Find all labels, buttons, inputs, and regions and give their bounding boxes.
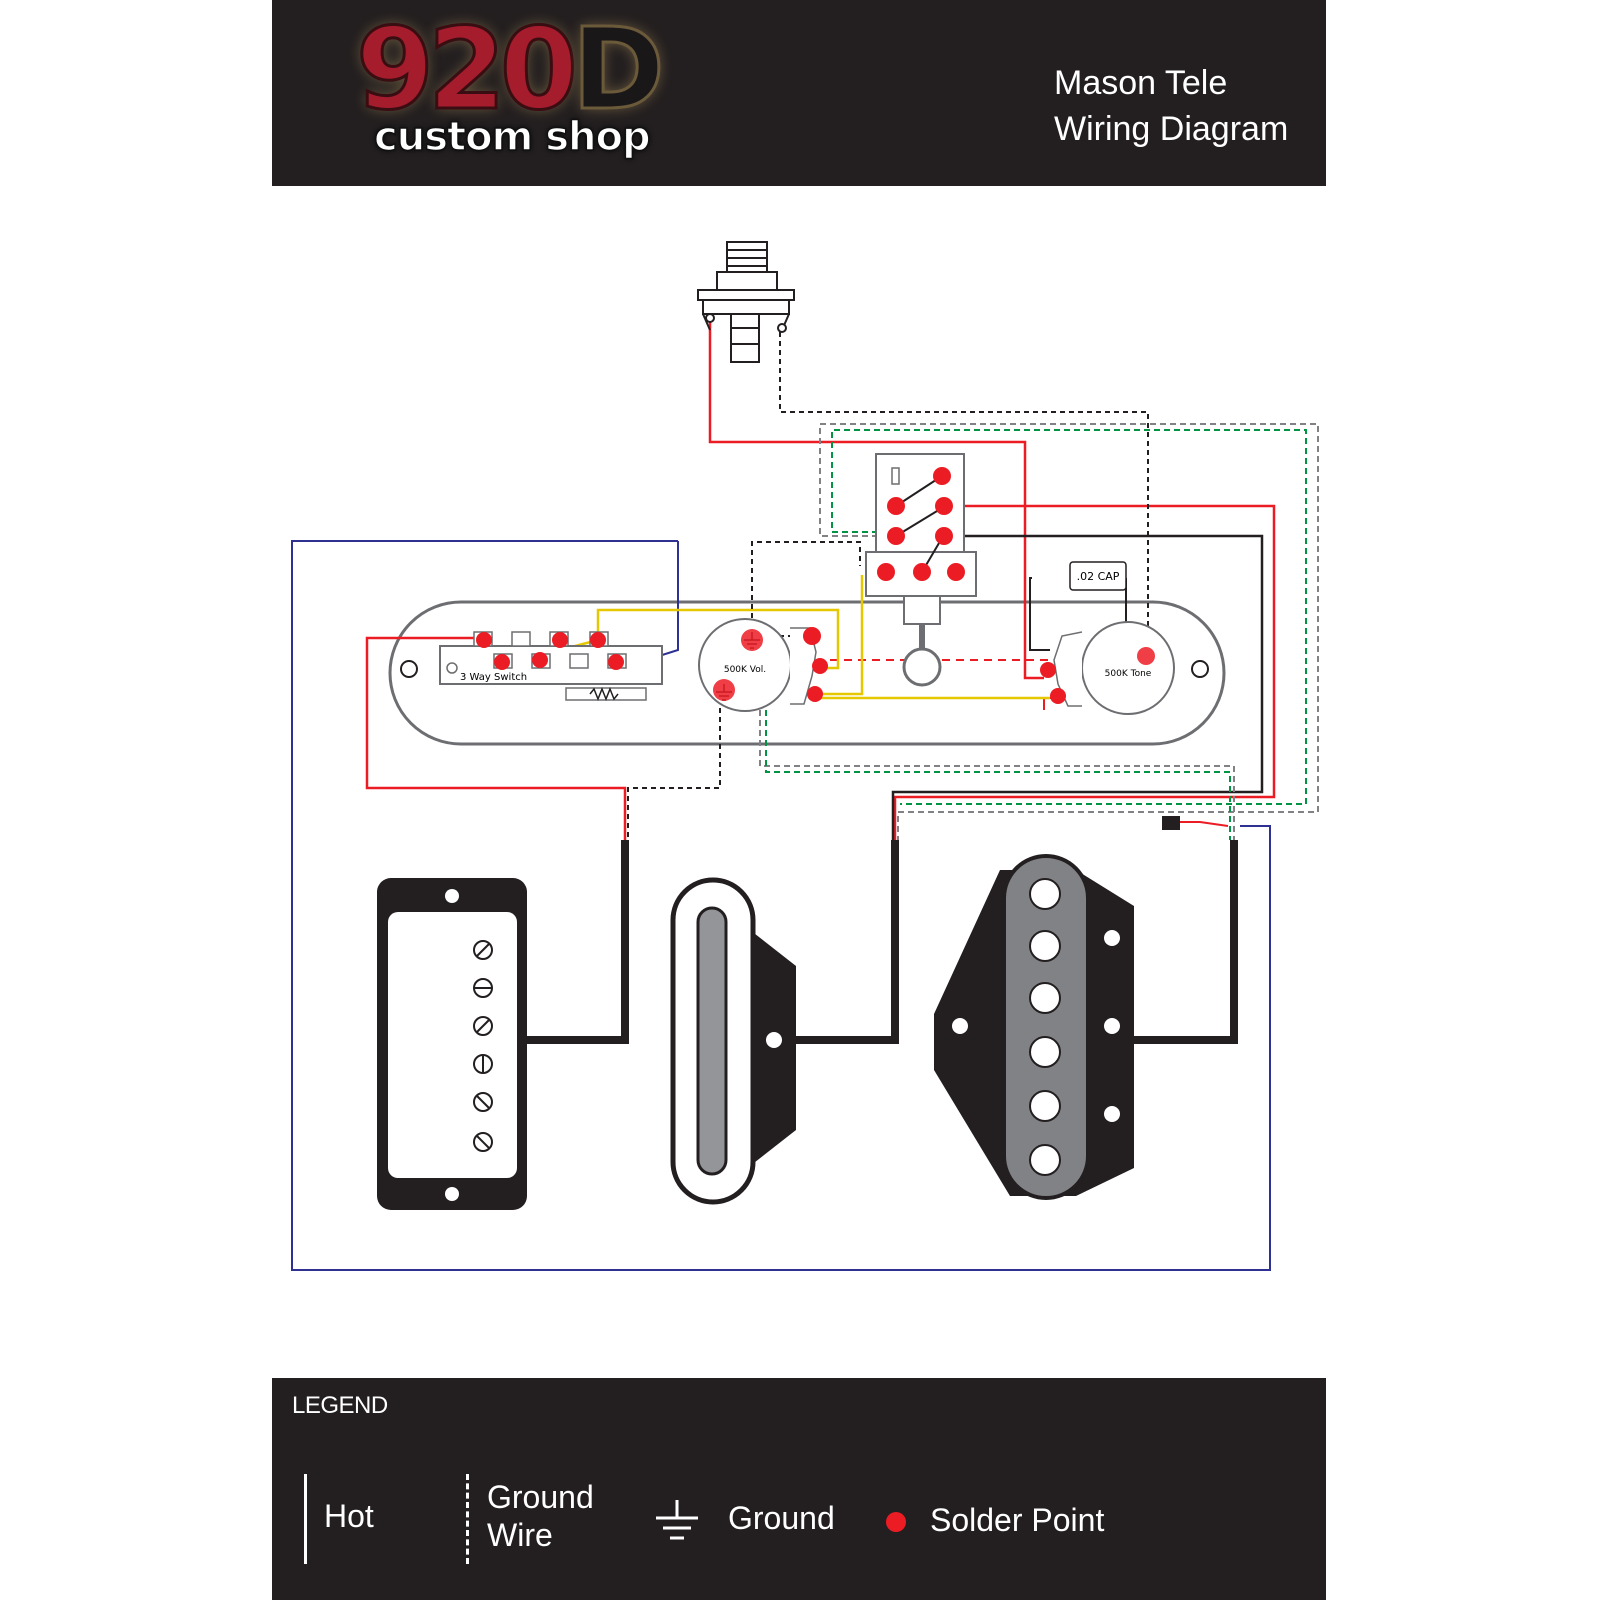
- wire-gray-dashed-2: [759, 690, 1235, 840]
- bridge-cable: [1132, 840, 1238, 1044]
- solder-point-icon: [476, 632, 492, 648]
- wire-green-dashed: [831, 429, 1307, 805]
- neck-cable: [796, 840, 899, 1044]
- legend-solder-point: Solder Point: [930, 1502, 1105, 1538]
- solder-point-icon: [935, 497, 953, 515]
- wire-yellow-vol: [815, 575, 864, 696]
- logo-custom-shop: custom shop: [373, 113, 651, 161]
- solder-point-icon: [590, 632, 606, 648]
- solder-point-icon: [1040, 662, 1056, 678]
- solder-point-icon: [1137, 647, 1155, 665]
- wire-ground-switch: [751, 541, 861, 636]
- solder-point-icon: [741, 629, 763, 651]
- solder-point-icon: [886, 1512, 906, 1532]
- solder-point-icon: [713, 679, 735, 701]
- ground-wire-swatch: [466, 1474, 469, 1564]
- ground-symbol-icon: [656, 1500, 698, 1540]
- bridge-pickup: [934, 854, 1134, 1200]
- solder-points: [476, 467, 1155, 704]
- wire-red-jack: [708, 320, 1044, 680]
- hot-line-swatch: [304, 1474, 307, 1564]
- diagram-title: Mason Tele Wiring Diagram: [1054, 64, 1289, 148]
- wire-red-neck: [893, 504, 1276, 840]
- output-jack: [697, 241, 795, 363]
- wire-green-dashed-2: [765, 690, 1231, 840]
- bridge-ground-tab: [1162, 816, 1180, 830]
- logo-920d: 920D: [355, 5, 667, 135]
- legend-ground: Ground: [728, 1500, 835, 1536]
- p90-cable: [526, 840, 629, 1044]
- tone-pot: [1053, 621, 1175, 715]
- solder-point-icon: [803, 627, 821, 645]
- p90-pickup: [377, 878, 527, 1210]
- switch-label: 3 Way Switch: [460, 672, 527, 683]
- solder-point-icon: [807, 686, 823, 702]
- wire-blue-loop: [291, 540, 1271, 1271]
- header-banner: 920D custom shop Mason Tele Wiring Diagr…: [272, 0, 1326, 186]
- legend-hot: Hot: [324, 1498, 374, 1534]
- wiring-diagram: .02 CAP 3 Way Switch 500K Vol. 500K Tone: [291, 241, 1319, 1271]
- solder-point-icon: [947, 563, 965, 581]
- solder-point-icon: [887, 497, 905, 515]
- solder-point-icon: [608, 654, 624, 670]
- solder-point-icon: [1050, 688, 1066, 704]
- wire-gray-dashed: [819, 423, 1319, 840]
- tone-label: 500K Tone: [1105, 669, 1152, 679]
- legend-title: LEGEND: [292, 1392, 388, 1419]
- legend-panel: LEGEND Hot Ground Wire Ground Solder Poi…: [272, 1378, 1326, 1600]
- wire-red-bridge: [1180, 821, 1229, 827]
- capacitor: [1069, 561, 1127, 591]
- plate-screw-left: [400, 660, 418, 678]
- wire-ground-p90: [627, 690, 721, 840]
- wire-red-p90: [365, 636, 627, 840]
- solder-point-icon: [933, 467, 951, 485]
- wire-cap-lead: [1029, 577, 1050, 651]
- solder-point-icon: [913, 563, 931, 581]
- solder-point-icon: [887, 527, 905, 545]
- neck-pickup: [670, 877, 796, 1205]
- solder-point-icon: [877, 563, 895, 581]
- solder-point-icon: [935, 527, 953, 545]
- solder-point-icon: [552, 632, 568, 648]
- solder-point-icon: [494, 654, 510, 670]
- volume-label: 500K Vol.: [724, 665, 766, 675]
- solder-point-icon: [532, 652, 548, 668]
- cap-label: .02 CAP: [1077, 570, 1120, 583]
- wire-black-solid: [891, 534, 1264, 840]
- legend-ground-wire: Ground Wire: [487, 1479, 594, 1553]
- solder-point-icon: [812, 658, 828, 674]
- wire-ground-jack: [779, 332, 1149, 652]
- plate-screw-right: [1191, 660, 1209, 678]
